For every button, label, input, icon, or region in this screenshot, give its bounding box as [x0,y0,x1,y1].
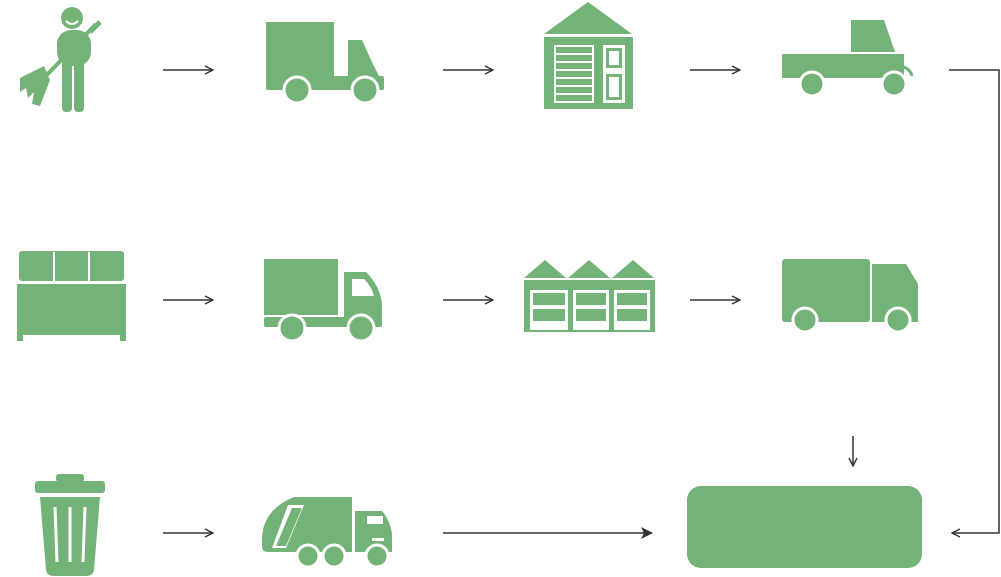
warehouse-icon [524,260,655,332]
destination-box [687,486,922,568]
box-truck-icon [264,259,382,343]
garage-depot-icon [544,2,633,109]
connector-r1-to-destination [949,69,1000,533]
dump-truck-icon [266,22,384,105]
trash-can-icon [35,474,105,576]
street-sweeper-icon [20,7,102,112]
sorting-bins-icon [17,251,126,341]
pickup-truck-icon [782,20,914,98]
garbage-truck-icon [262,497,392,569]
cargo-truck-icon [782,259,918,334]
